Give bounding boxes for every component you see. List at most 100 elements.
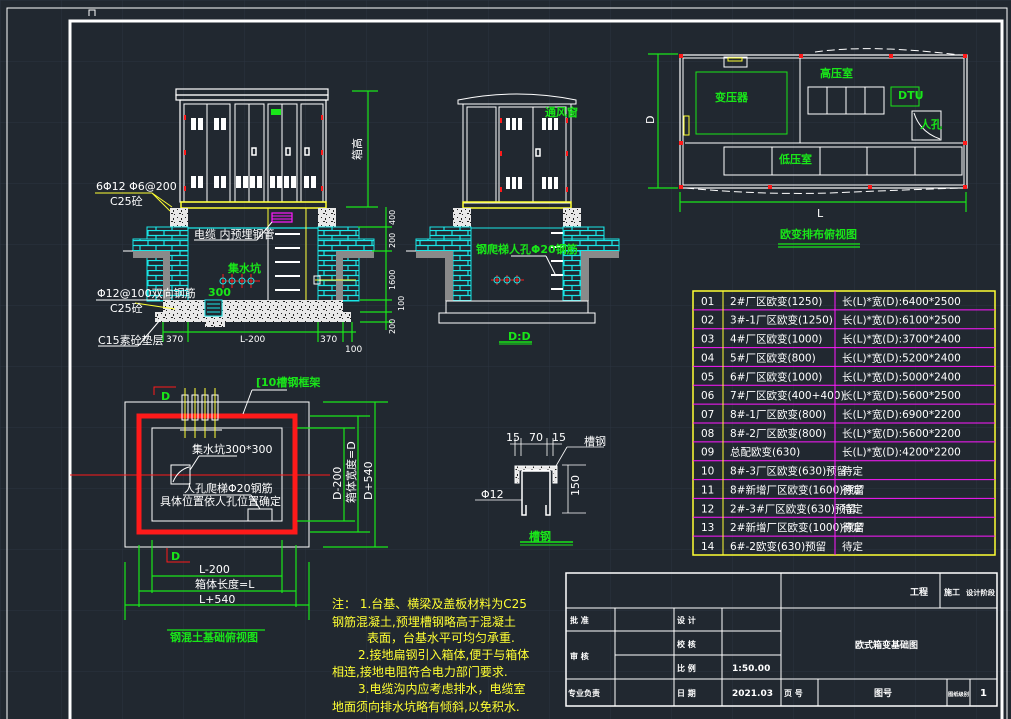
spec-row-name: 2#-3#厂区欧变(630)预留 bbox=[730, 502, 856, 515]
front-elevation-view bbox=[95, 88, 392, 347]
spec-row-size: 待定 bbox=[842, 465, 863, 478]
cushion-label: C15素砼垫层 bbox=[98, 333, 164, 347]
ladder-label-plan: 人孔爬梯Φ20钢筋 bbox=[184, 481, 273, 495]
concrete-grade-top: C25砼 bbox=[110, 195, 143, 208]
spec-table-row: 01 2#厂区欧变(1250) 长(L)*宽(D):6400*2500 bbox=[701, 295, 961, 308]
section-mark-bottom: D bbox=[171, 550, 180, 563]
frame-mark bbox=[88, 9, 96, 16]
spec-row-size: 待定 bbox=[842, 540, 863, 553]
tb-approve: 批 准 bbox=[570, 615, 589, 625]
tb-check: 校 核 bbox=[677, 639, 696, 649]
dim-200: 200 bbox=[388, 233, 397, 248]
plan-view-title: 欧变排布俯视图 bbox=[780, 227, 857, 241]
spec-row-size: 待定 bbox=[842, 483, 863, 496]
cable-pipe-label: 电缆 内预埋钢管 bbox=[194, 227, 275, 241]
detail-dim-15b: 15 bbox=[552, 431, 566, 444]
section-title-dd: D:D bbox=[508, 330, 531, 343]
box-height-label: 箱高 bbox=[350, 138, 364, 160]
dim-d-200: D-200 bbox=[331, 467, 344, 500]
channel-steel-label: [10槽钢框架 bbox=[256, 375, 320, 389]
spec-row-size: 长(L)*宽(D):6900*2200 bbox=[842, 408, 961, 421]
dim-370-right: 370 bbox=[320, 335, 337, 345]
vent-window-label: 通风窗 bbox=[545, 105, 578, 119]
plan-dim-l: L bbox=[817, 207, 824, 220]
spec-row-size: 待定 bbox=[842, 521, 863, 534]
spec-row-name: 2#新增厂区欧变(1000)预留 bbox=[730, 521, 864, 534]
dim-200b: 200 bbox=[388, 319, 397, 334]
spec-row-name: 8#-1厂区欧变(800) bbox=[730, 408, 826, 421]
ladder-label-side: 钢爬梯人孔Φ20钢筋 bbox=[476, 242, 578, 256]
tb-stage: 施工 bbox=[944, 587, 960, 597]
spec-row-number: 01 bbox=[701, 296, 714, 308]
note-line-2: 钢筋混凝土,预埋槽钢略高于混凝土 bbox=[332, 614, 516, 629]
tb-sheet-value: 1 bbox=[980, 688, 987, 699]
tb-specialty: 专业负责 bbox=[568, 688, 600, 698]
spec-row-name: 3#-1厂区欧变(1250) bbox=[730, 314, 833, 327]
tb-project: 工程 bbox=[910, 586, 928, 598]
tb-design: 设 计 bbox=[677, 615, 696, 625]
dim-l-540: L+540 bbox=[199, 593, 235, 606]
notes-block: 注： 1.台基、横梁及盖板材料为C25 钢筋混凝土,预埋槽钢略高于混凝土 表面，… bbox=[332, 596, 529, 714]
spec-row-size: 长(L)*宽(D):6400*2500 bbox=[842, 295, 961, 308]
rebar-bottom-label: Φ12@100双向钢筋 bbox=[97, 286, 196, 300]
dim-100: 100 bbox=[345, 345, 362, 355]
outer-sheet-border bbox=[6, 7, 1008, 719]
tb-scale-value: 1:50.00 bbox=[732, 664, 770, 674]
spec-row-number: 14 bbox=[701, 541, 715, 553]
spec-row-name: 5#厂区欧变(800) bbox=[730, 351, 816, 364]
spec-row-number: 08 bbox=[701, 428, 714, 440]
detail-dim-15a: 15 bbox=[506, 431, 520, 444]
spec-row-name: 2#厂区欧变(1250) bbox=[730, 295, 822, 308]
note-line-6: 3.电缆沟内应考虑排水，电缆室 bbox=[358, 681, 525, 696]
spec-row-number: 11 bbox=[701, 484, 714, 496]
spec-row-number: 02 bbox=[701, 315, 714, 327]
spec-row-number: 07 bbox=[701, 409, 714, 421]
spec-row-size: 待定 bbox=[842, 502, 863, 515]
plan-dim-d: D bbox=[644, 116, 657, 124]
rebar-spec-label: 6Φ12 Φ6@200 bbox=[96, 180, 177, 193]
concrete-grade-bottom: C25砼 bbox=[110, 302, 143, 315]
dim-400: 400 bbox=[388, 210, 397, 225]
layout-plan-view bbox=[648, 48, 968, 248]
detail-height-150: 150 bbox=[569, 475, 582, 496]
note-line-7: 地面须向排水坑略有倾斜,以免积水. bbox=[332, 699, 520, 714]
vertical-dimensions: 400 200 1600 100 200 bbox=[388, 210, 406, 334]
spec-table-row: 08 8#-2厂区欧变(800) 长(L)*宽(D):5600*2200 bbox=[693, 422, 995, 440]
tb-drawing-title: 欧式箱变基础图 bbox=[855, 639, 918, 651]
note-line-3: 表面，台基水平可均匀承重. bbox=[367, 630, 515, 645]
tb-date-label: 日 期 bbox=[677, 688, 696, 698]
spec-row-number: 13 bbox=[701, 522, 714, 534]
tb-drawing-no: 图号 bbox=[874, 688, 892, 699]
foundation-plan-title: 钢混土基础俯视图 bbox=[170, 630, 258, 644]
manhole-label: 人孔 bbox=[920, 117, 942, 131]
sump-size-label: 集水坑300*300 bbox=[192, 442, 273, 456]
tb-page-label: 页 号 bbox=[784, 689, 803, 698]
note-line-5: 相连,接地电阻符合电力部门要求. bbox=[332, 664, 508, 679]
spec-row-size: 长(L)*宽(D):5600*2200 bbox=[842, 427, 961, 440]
detail-title: 槽钢 bbox=[529, 529, 551, 543]
spec-row-name: 8#新增厂区欧变(1600)预留 bbox=[730, 483, 864, 496]
title-block-text: 工程 施工 设计阶段 批 准 设 计 审 核 校 核 比 例 1:50.00 专… bbox=[568, 586, 995, 699]
spec-row-number: 03 bbox=[701, 334, 714, 346]
spec-row-number: 06 bbox=[701, 390, 715, 402]
dim-d-540: D+540 bbox=[362, 461, 375, 500]
spec-row-name: 8#-2厂区欧变(800) bbox=[730, 427, 826, 440]
spec-row-size: 长(L)*宽(D):5200*2400 bbox=[842, 351, 961, 364]
sump-label: 集水坑 bbox=[227, 261, 261, 275]
ladder-position-note: 具体位置依人孔位置确定 bbox=[160, 494, 281, 508]
spec-row-size: 长(L)*宽(D):3700*2400 bbox=[842, 333, 961, 346]
dim-box-width: 箱体宽度=D bbox=[344, 441, 358, 503]
dim-l-200-plan: L-200 bbox=[199, 563, 230, 576]
pipe-size-label: 300 bbox=[208, 286, 231, 299]
spec-table: 01 2#厂区欧变(1250) 长(L)*宽(D):6400*2500 02 3#-1厂… bbox=[692, 290, 996, 556]
